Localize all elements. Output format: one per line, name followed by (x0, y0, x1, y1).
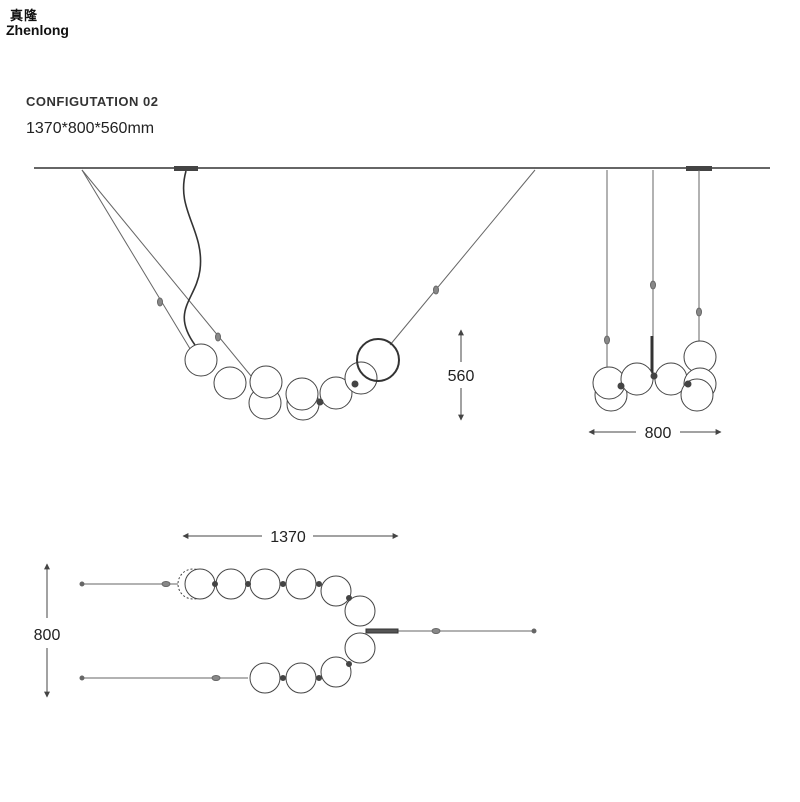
joint (212, 581, 218, 587)
side-view (604, 170, 702, 378)
brand-logo-english: Zhenlong (6, 22, 69, 38)
globe (319, 376, 353, 410)
globe (320, 575, 352, 607)
height-dimension-label: 560 (448, 368, 475, 385)
globe (285, 377, 319, 411)
wire-bead (161, 581, 171, 587)
length-dimension-label: 1370 (270, 529, 306, 546)
depth-dimension-label: 800 (34, 627, 61, 644)
globe (344, 595, 376, 627)
globe (285, 662, 317, 694)
center-rod (365, 628, 399, 634)
overall-dimensions: 1370*800*560mm (26, 120, 155, 137)
joint (346, 661, 352, 667)
wire-bead (650, 280, 656, 290)
globe (184, 568, 216, 600)
globe-ring (356, 338, 400, 382)
configuration-title: CONFIGUTATION 02 (26, 94, 159, 109)
wire-bead (433, 285, 439, 295)
suspension-wire (389, 169, 536, 346)
wire-end (79, 581, 85, 587)
wire-bead (157, 297, 163, 307)
side-view-globes (592, 340, 717, 412)
power-cord (182, 170, 202, 346)
joint (280, 581, 286, 587)
joint (316, 581, 322, 587)
wire-bead (604, 335, 610, 345)
joint (617, 382, 625, 390)
joint (316, 675, 322, 681)
globe (344, 632, 376, 664)
globe (249, 365, 283, 399)
wire-bead (215, 332, 221, 342)
wire-end (79, 675, 85, 681)
front-view (81, 169, 536, 383)
brand-logo-chinese: 真隆 (10, 9, 39, 24)
joint (351, 380, 359, 388)
wire-bead (696, 307, 702, 317)
globe (249, 568, 281, 600)
side-width-dimension-label: 800 (645, 425, 672, 442)
globe (344, 361, 378, 395)
suspension-wire (81, 169, 193, 353)
suspension-wire (81, 169, 257, 383)
joint (346, 595, 352, 601)
ceiling-canopy (174, 166, 198, 171)
ceiling-canopy (686, 166, 712, 171)
wire-bead (211, 675, 221, 681)
globe (620, 362, 654, 396)
globe (213, 366, 247, 400)
top-view (79, 581, 537, 681)
joint (245, 581, 251, 587)
globe (320, 656, 352, 688)
joint (316, 398, 324, 406)
globe (249, 662, 281, 694)
joint (650, 372, 658, 380)
globe (285, 568, 317, 600)
front-view-globes (184, 338, 400, 421)
wire-end (531, 628, 537, 634)
joint (684, 380, 692, 388)
top-view-globes (177, 568, 376, 694)
globe (215, 568, 247, 600)
wire-bead (431, 628, 441, 634)
joint (280, 675, 286, 681)
globe (184, 343, 218, 377)
